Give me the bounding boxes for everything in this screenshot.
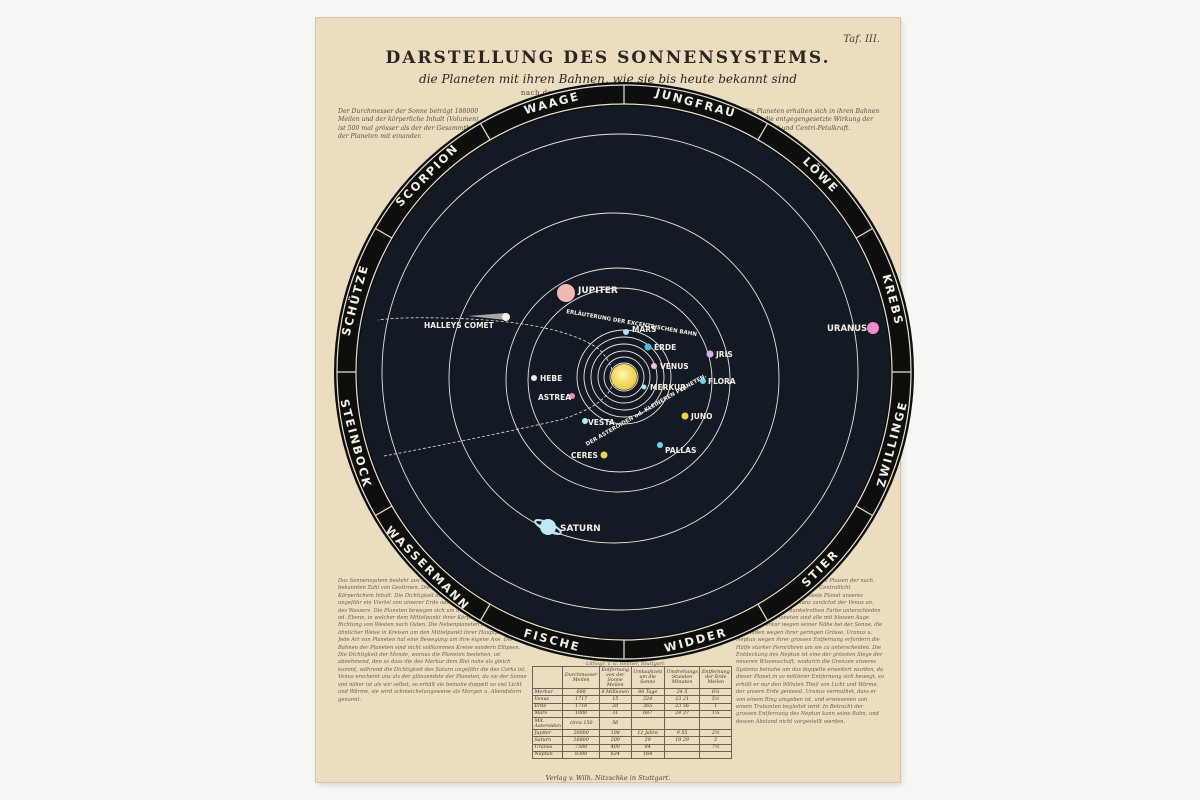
table-cell: Mit. Asteroiden xyxy=(531,716,564,731)
table-cell xyxy=(699,750,733,759)
pallas-label: PALLAS xyxy=(665,446,696,455)
juno-label: JUNO xyxy=(690,412,713,421)
venus-label: VENUS xyxy=(660,362,689,371)
flora-icon xyxy=(700,378,706,384)
saturn-icon xyxy=(534,519,562,535)
hebe-label: HEBE xyxy=(540,374,562,383)
page-subtitle: die Planeten mit ihren Bahnen, wie sie b… xyxy=(419,72,797,86)
zodiac-divider xyxy=(757,123,769,141)
mercury-icon xyxy=(641,384,647,390)
zodiac-divider xyxy=(479,603,491,621)
venus-icon xyxy=(651,363,657,369)
zodiac-divider xyxy=(855,505,873,517)
table-cell: 687 xyxy=(630,709,665,718)
hebe-icon xyxy=(531,375,537,381)
publisher-line: Verlag v. Wilh. Nitzschke in Stuttgart. xyxy=(545,774,671,782)
iris-label: JRIS xyxy=(715,350,733,359)
table-cell: 1¼ xyxy=(699,709,733,718)
page-title: DARSTELLUNG DES SONNENSYSTEMS. xyxy=(385,48,831,68)
vesta-label: VESTA xyxy=(588,418,615,427)
juno-icon xyxy=(681,412,689,420)
halley-label: HALLEYS COMET xyxy=(424,321,495,330)
planet-data-table: Durchmesser Meilen Entfernung von der So… xyxy=(531,665,733,759)
pallas-icon xyxy=(657,442,663,448)
sun-icon xyxy=(611,364,637,390)
uranus-label: URANUS xyxy=(827,324,867,334)
note-left: Der Durchmesser der Sonne beträgt 188000… xyxy=(338,108,479,140)
uranus-icon xyxy=(867,322,879,334)
table-cell: 1000 xyxy=(562,709,600,718)
mars-label: MARS xyxy=(632,325,656,334)
table-header-row: Durchmesser Meilen Entfernung von der So… xyxy=(531,665,733,690)
table-header: Umlaufszeit um die Sonne xyxy=(630,665,665,690)
mars-icon xyxy=(623,329,629,335)
zodiac-divider xyxy=(479,123,491,141)
zodiac-divider xyxy=(375,505,393,517)
jupiter-icon xyxy=(557,284,575,302)
earth-label: ERDE xyxy=(654,343,676,352)
astrea-icon xyxy=(569,393,575,399)
table-cell: Neptun xyxy=(531,750,564,759)
table-cell: 8300 xyxy=(562,750,600,759)
vesta-icon xyxy=(582,418,588,424)
lithographer-imprint: Lithogr. v. G. Rebner, Stuttgart. xyxy=(586,661,666,667)
body-text-left: Das Sonnensystem besteht aus der Sonne, … xyxy=(338,578,527,703)
jupiter-label: JUPITER xyxy=(577,286,618,296)
zodiac-divider xyxy=(375,227,393,239)
zodiac-dividers xyxy=(337,85,911,659)
orbits xyxy=(381,133,859,611)
mercury-label: MERKUR xyxy=(650,383,686,392)
ceres-icon xyxy=(600,451,608,459)
plate-number: Taf. III. xyxy=(843,34,880,45)
iris-icon xyxy=(706,350,714,358)
table-header: Entfernung von der Sonne Meilen xyxy=(598,665,632,690)
flora-label: FLORA xyxy=(708,377,736,386)
table-cell: Mars xyxy=(531,709,564,718)
zodiac-divider xyxy=(855,227,873,239)
ceres-label: CERES xyxy=(571,451,598,460)
saturn-label: SATURN xyxy=(560,524,601,534)
table-cell: 164 xyxy=(630,750,665,759)
astrea-label: ASTREA xyxy=(538,393,571,402)
note-right: Die Planeten erhalten sich in ihren Bahn… xyxy=(744,108,880,132)
zodiac-divider xyxy=(757,603,769,621)
halley-comet-icon xyxy=(468,313,510,321)
earth-icon xyxy=(644,343,652,351)
